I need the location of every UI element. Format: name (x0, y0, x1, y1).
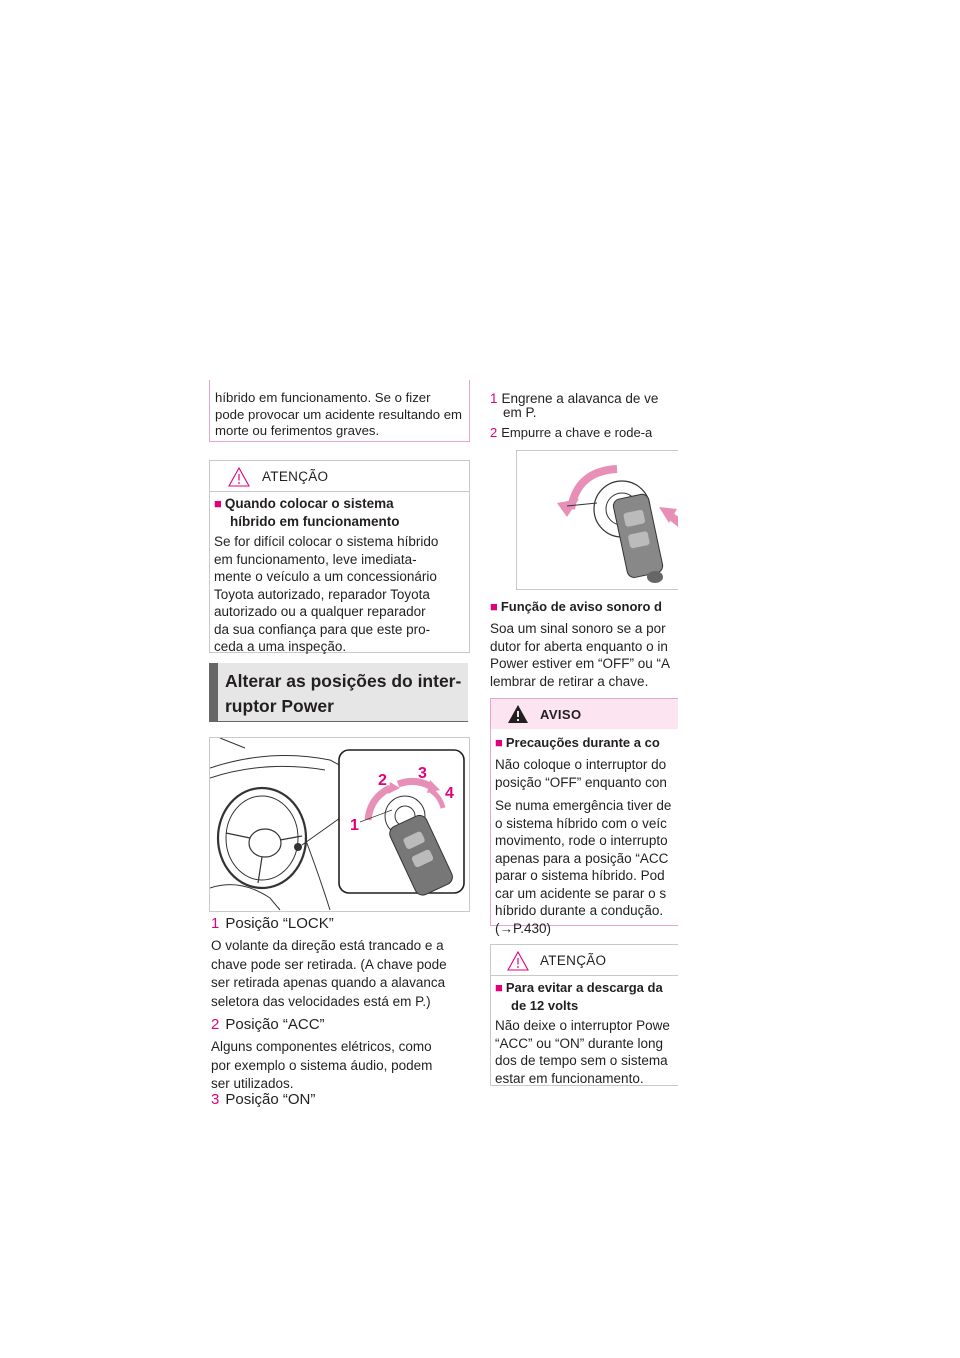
aviso-p1: Não coloque o interruptor do posição “OF… (495, 757, 667, 790)
power-switch-illustration: 1 2 3 4 (209, 737, 470, 912)
atencao-label-left: ATENÇÃO (262, 469, 329, 484)
fig-label-1: 1 (350, 817, 359, 834)
top-warning-box: híbrido em funcionamento. Se o fizer pod… (209, 380, 470, 442)
atencao-title-right: ■Para evitar a descarga da de 12 volts (495, 980, 663, 1013)
atencao-body-left: Se for difícil colocar o sistema híbrido… (214, 534, 439, 654)
warning-triangle-outline-icon (228, 467, 250, 487)
atencao-box-right: ATENÇÃO ■Para evitar a descarga da de 12… (490, 944, 678, 1086)
section-heading: Alterar as posições do inter- ruptor Pow… (209, 663, 468, 722)
square-bullet-icon: ■ (490, 599, 498, 614)
fig-label-2: 2 (378, 772, 387, 789)
warning-buzzer-body: Soa um sinal sonoro se a por dutor for a… (490, 621, 671, 689)
aviso-box: AVISO ■Precauções durante a co Não coloq… (490, 698, 678, 936)
atencao-box-left: ATENÇÃO ■Quando colocar o sistema híbrid… (209, 460, 470, 654)
atencao-title-left: ■Quando colocar o sistema híbrido em fun… (214, 496, 400, 529)
fig-label-3: 3 (418, 765, 427, 782)
square-bullet-icon: ■ (495, 735, 503, 750)
square-bullet-icon: ■ (214, 496, 222, 511)
aviso-label: AVISO (540, 707, 582, 722)
atencao-label-right: ATENÇÃO (540, 953, 607, 968)
warning-buzzer-title: ■Função de aviso sonoro d (490, 599, 662, 614)
aviso-title: ■Precauções durante a co (495, 735, 660, 750)
square-bullet-icon: ■ (495, 980, 503, 995)
atencao-body-right: Não deixe o interruptor Powe “ACC” ou “O… (495, 1018, 670, 1086)
top-box-text: híbrido em funcionamento. Se o fizer pod… (215, 390, 463, 438)
warning-triangle-outline-icon (507, 951, 529, 971)
push-turn-key-illustration (516, 450, 678, 590)
warning-triangle-filled-icon (508, 705, 528, 723)
section-title: Alterar as posições do inter- ruptor Pow… (225, 671, 462, 716)
fig-label-4: 4 (445, 785, 454, 802)
aviso-p2: Se numa emergência tiver de o sistema hí… (495, 798, 672, 936)
